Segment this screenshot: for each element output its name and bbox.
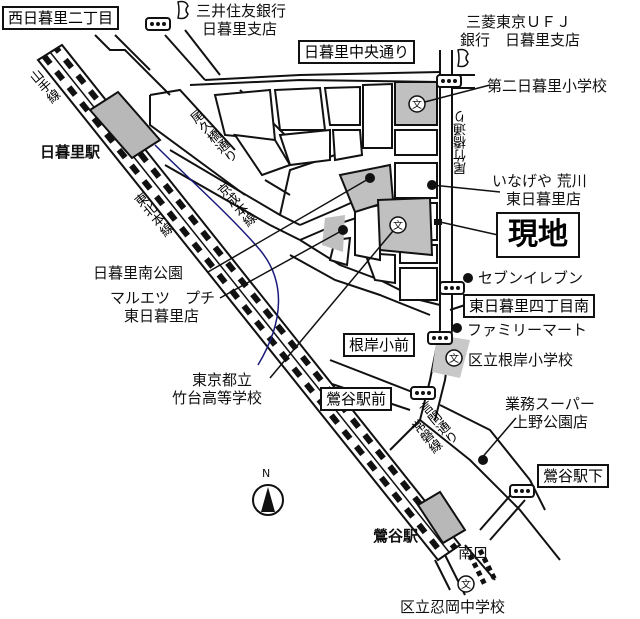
keisei-line (154, 144, 280, 366)
station-exit-south: 南口 (458, 544, 489, 562)
compass-icon (252, 484, 284, 516)
landmark-maruetsu-petit: マルエツ プチ 東日暮里店 (110, 289, 216, 325)
landmark-smbc-nippori: 三井住友銀行 日暮里支店 (196, 2, 287, 38)
road (164, 34, 206, 81)
road (184, 29, 221, 76)
compass-north-label: N (262, 467, 271, 480)
road (114, 34, 151, 71)
uguisudani-station-building (416, 490, 467, 545)
current-location-label: 現地 (496, 212, 580, 258)
landmark-daini-nippori-elementary: 第二日暮里小学校 (487, 77, 608, 95)
nippori-station-building (88, 90, 162, 160)
landmark-mufg-nippori: 三菱東京ＵＦＪ 銀行 日暮里支店 (460, 13, 581, 49)
bus-stop-uguisudani-eki-mae: 鶯谷駅前 (320, 387, 393, 411)
bus-stop-nippori-chuo-dori: 日暮里中央通り (298, 40, 416, 64)
landmark-shinobugaoka-junior-high: 区立忍岡中学校 (400, 598, 506, 616)
landmark-nippori-minami-park: 日暮里南公園 (93, 264, 184, 282)
road (189, 78, 441, 86)
road (204, 71, 441, 81)
road (94, 34, 171, 96)
svg-text:文: 文 (461, 578, 471, 591)
park-block (322, 215, 345, 252)
bus-stop-uguisudani-eki-shita: 鶯谷駅下 (537, 464, 610, 488)
road-ode-bashi-dori: 尾竹橋通り (454, 110, 469, 175)
svg-text:文: 文 (412, 98, 422, 111)
landmark-familymart: ファミリーマート (467, 321, 588, 339)
bus-stop-negishi-sho-mae: 根岸小前 (343, 333, 416, 357)
landmark-inageya: いなげや 荒川 東日暮里店 (492, 172, 587, 208)
bus-stop-nishi-nippori-2chome: 西日暮里二丁目 (2, 6, 120, 30)
landmark-negishi-elementary: 区立根岸小学校 (468, 351, 574, 369)
station-uguisudani: 鶯谷駅 (373, 527, 419, 545)
svg-text:文: 文 (393, 219, 403, 232)
bus-stop-higashi-nippori-4chome-minami: 東日暮里四丁目南 (463, 294, 596, 318)
landmark-takenodai-high-school: 東京都立 竹台高等学校 (172, 371, 263, 407)
svg-text:文: 文 (449, 352, 459, 365)
landmark-seven-eleven: セブンイレブン (478, 269, 584, 287)
station-nippori: 日暮里駅 (40, 143, 101, 161)
landmark-gyomu-super: 業務スーパー 上野公園店 (505, 395, 595, 431)
bank-icon (457, 48, 469, 68)
bank-icon (177, 0, 189, 20)
